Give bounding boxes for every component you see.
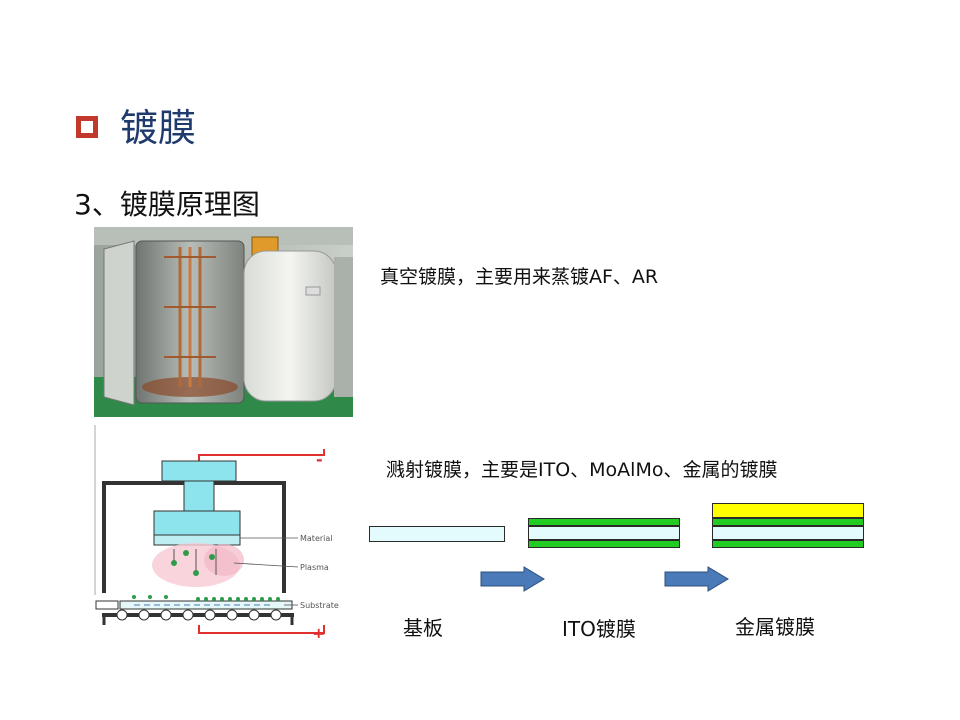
ito-top-film-layer bbox=[528, 518, 680, 526]
stage-label-ito: ITO镀膜 bbox=[562, 617, 636, 641]
sputtering-schematic: Material Plasma Substrate - + bbox=[94, 425, 353, 643]
metal-ito-bottom-layer bbox=[712, 540, 864, 548]
plasma-label: Plasma bbox=[300, 563, 329, 572]
page-title: 镀膜 bbox=[120, 106, 197, 150]
title-bullet-icon bbox=[76, 116, 98, 138]
plus-terminal-label: + bbox=[312, 624, 325, 638]
metal-substrate-layer bbox=[712, 526, 864, 540]
stage-label-metal: 金属镀膜 bbox=[735, 615, 815, 639]
sputter-description: 溅射镀膜，主要是ITO、MoAlMo、金属的镀膜 bbox=[386, 459, 778, 481]
vacuum-machine-photo bbox=[94, 227, 353, 417]
minus-terminal-label: - bbox=[316, 450, 323, 469]
material-label: Material bbox=[300, 534, 333, 543]
section-subtitle: 3、镀膜原理图 bbox=[74, 188, 260, 221]
stage-label-substrate: 基板 bbox=[403, 616, 443, 640]
arrow-right-icon bbox=[664, 566, 729, 592]
ito-bottom-film-layer bbox=[528, 540, 680, 548]
ito-substrate-layer bbox=[528, 526, 680, 540]
vacuum-description: 真空镀膜，主要用来蒸镀AF、AR bbox=[380, 266, 659, 288]
metal-film-layer bbox=[712, 503, 864, 518]
arrow-right-icon bbox=[480, 566, 545, 592]
metal-ito-top-layer bbox=[712, 518, 864, 526]
bare-substrate-layer bbox=[369, 526, 505, 542]
substrate-label: Substrate bbox=[300, 601, 339, 610]
